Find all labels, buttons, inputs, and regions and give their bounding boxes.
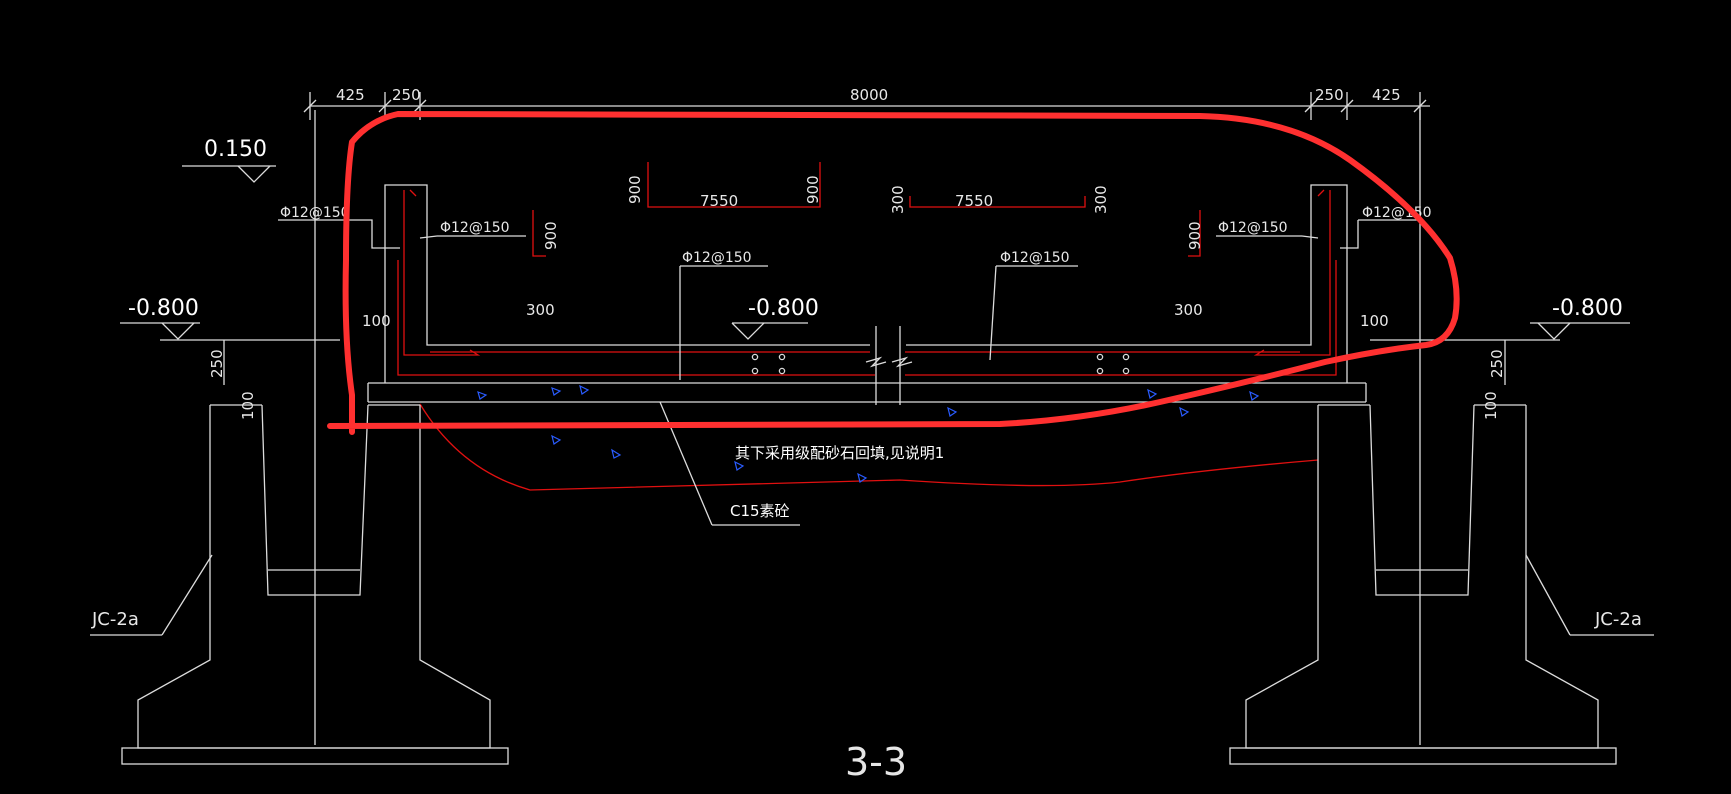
level-left-text: -0.800 [128,296,199,321]
foundation-label-right-group: JC-2a [1525,554,1654,636]
internal-dimensions: 300 300 100 100 250 250 100 100 [208,301,1506,420]
dim-250-vertical-right: 250 [1488,349,1506,378]
rebar-label-mid-left: Φ12@150 [682,250,752,266]
rebar-dots [751,353,1130,375]
dim-250-vertical-left: 250 [208,349,226,378]
foundation-left [121,404,509,765]
dim-8000: 8000 [850,86,888,104]
bar-7550-left: 7550 [700,192,738,210]
wall-height-300-right: 300 [1174,301,1203,319]
dim-250-right: 250 [1315,86,1344,104]
note-backfill: 其下采用级配砂石回填,见说明1 [735,444,944,462]
dim-100-vertical-left: 100 [239,391,257,420]
dim-100-vertical-right: 100 [1482,391,1500,420]
level-marker-top: 0.150 [182,137,276,183]
level-marker-left: -0.800 [120,296,340,341]
level-marker-right: -0.800 [1370,296,1630,341]
bar-900-left-small: 900 [542,221,560,250]
pit-walls [314,110,1421,745]
bar-7550-right: 7550 [955,192,993,210]
top-dimension-chain: 425 250 8000 250 425 [303,86,1430,120]
red-highlight-annotation [327,111,1460,435]
bar-900-b: 900 [804,175,822,204]
level-center-text: -0.800 [748,296,819,321]
wall-height-300-left: 300 [526,301,555,319]
bar-900-right-small: 900 [1186,221,1204,250]
rebar-label-right-inner: Φ12@150 [1218,220,1288,236]
level-marker-center: -0.800 [731,296,819,340]
rebar-label-mid-right: Φ12@150 [1000,250,1070,266]
foundation-label-left: JC-2a [91,609,139,630]
foundation-right [1229,404,1617,765]
foundation-label-right: JC-2a [1594,609,1642,630]
bar-300-a: 300 [889,185,907,214]
rebar-label-left-outer: Φ12@150 [280,205,350,221]
rebar-lines [397,162,1337,491]
level-right-text: -0.800 [1552,296,1623,321]
notes: 其下采用级配砂石回填,见说明1 C15素砼 [659,401,944,526]
bar-shape-labels: 900 7550 900 300 7550 300 900 900 [542,175,1204,250]
foundation-label-left-group: JC-2a [90,554,213,636]
dim-250-left: 250 [392,86,421,104]
section-title: 3-3 [845,740,907,784]
rebar-label-left-inner: Φ12@150 [440,220,510,236]
level-top-text: 0.150 [204,137,267,162]
dim-425-left: 425 [336,86,365,104]
gravel-hatch [477,384,1260,483]
note-concrete: C15素砼 [730,502,790,520]
dim-100-right: 100 [1360,312,1389,330]
dim-100-left: 100 [362,312,391,330]
bar-300-b: 300 [1092,185,1110,214]
dim-425-right: 425 [1372,86,1401,104]
bar-900-a: 900 [626,175,644,204]
